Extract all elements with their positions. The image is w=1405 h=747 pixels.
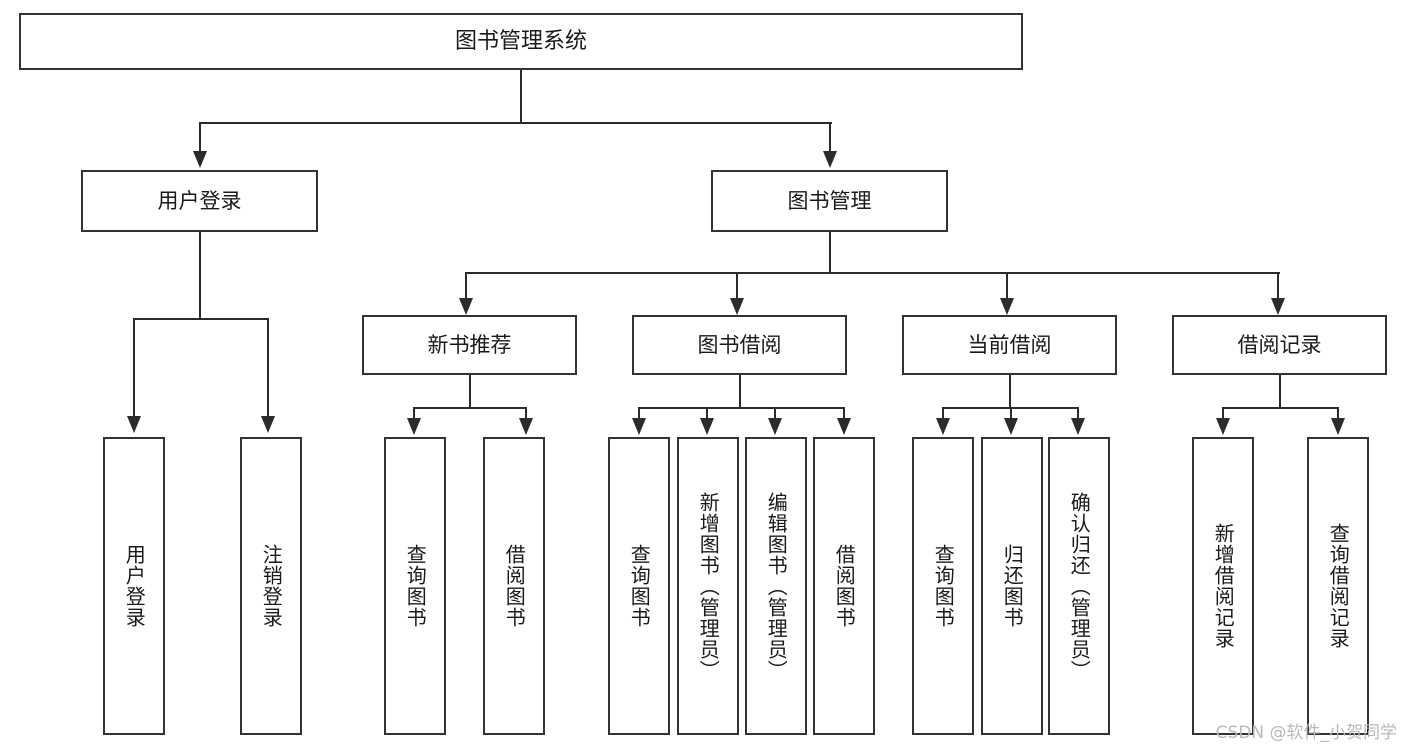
arrow-to-leaf-query-book-1: [407, 418, 421, 435]
connector-current-drop-3: [1077, 407, 1079, 418]
leaf-record-add[interactable]: 新增借阅记录: [1192, 437, 1254, 735]
node-label: 用户登录: [157, 188, 242, 213]
leaf-current-return-book[interactable]: 归还图书: [981, 437, 1043, 735]
leaf-recommend-query-book[interactable]: 查询图书: [384, 437, 446, 735]
arrow-to-leaf-query-book-2: [632, 418, 646, 435]
arrow-to-book-borrow: [730, 298, 744, 315]
connector-recommend-stem: [469, 375, 471, 408]
arrow-to-leaf-query-book-3: [936, 418, 950, 435]
arrow-to-user-login: [193, 151, 207, 168]
node-label: 注销登录: [259, 544, 284, 628]
node-book-borrow[interactable]: 图书借阅: [632, 315, 847, 375]
watermark-text: CSDN @软件_小贺同学: [1215, 723, 1397, 743]
node-label: 归还图书: [1000, 544, 1025, 628]
node-root-system[interactable]: 图书管理系统: [19, 13, 1023, 70]
connector-borrow-drop-2: [706, 407, 708, 418]
connector-root-drop-2: [829, 122, 831, 151]
arrow-to-leaf-return-book: [1004, 418, 1018, 435]
node-label: 查询图书: [931, 544, 956, 628]
arrow-to-new-book-recommend: [459, 298, 473, 315]
leaf-user-login[interactable]: 用户登录: [103, 437, 165, 735]
connector-borrow-drop-3: [774, 407, 776, 418]
connector-user-login-bus: [133, 318, 267, 320]
connector-root-drop-1: [199, 122, 201, 151]
node-label: 新书推荐: [427, 332, 512, 357]
node-current-borrow[interactable]: 当前借阅: [902, 315, 1117, 375]
arrow-to-leaf-borrow-book-1: [519, 418, 533, 435]
connector-borrow-stem: [739, 375, 741, 408]
node-label: 新增图书（管理员）: [696, 491, 721, 681]
node-label: 借阅图书: [832, 544, 857, 628]
node-label: 新增借阅记录: [1211, 523, 1236, 649]
node-book-manage[interactable]: 图书管理: [711, 170, 948, 232]
node-user-login[interactable]: 用户登录: [81, 170, 318, 232]
connector-recommend-bus: [413, 407, 527, 409]
connector-record-drop-1: [1222, 407, 1224, 418]
connector-user-login-stem: [199, 232, 201, 319]
arrow-to-leaf-confirm-return: [1071, 418, 1085, 435]
node-borrow-record[interactable]: 借阅记录: [1172, 315, 1387, 375]
node-new-book-recommend[interactable]: 新书推荐: [362, 315, 577, 375]
connector-user-login-drop-2: [267, 318, 269, 416]
arrow-to-borrow-record: [1271, 298, 1285, 315]
arrow-to-book-manage: [823, 151, 837, 168]
leaf-current-confirm-return[interactable]: 确认归还（管理员）: [1048, 437, 1110, 735]
node-label: 查询图书: [403, 544, 428, 628]
connector-record-bus: [1222, 407, 1339, 409]
node-label: 借阅图书: [502, 544, 527, 628]
node-label: 当前借阅: [967, 332, 1052, 357]
arrow-to-leaf-add-book: [700, 418, 714, 435]
connector-lvl2-drop-2: [736, 272, 738, 299]
connector-borrow-bus: [638, 407, 845, 409]
connector-root-bus: [199, 122, 832, 124]
leaf-recommend-borrow-book[interactable]: 借阅图书: [483, 437, 545, 735]
leaf-borrow-add-book[interactable]: 新增图书（管理员）: [677, 437, 739, 735]
connector-lvl2-drop-4: [1277, 272, 1279, 299]
node-label: 图书借阅: [697, 332, 782, 357]
connector-book-manage-stem: [829, 232, 831, 273]
arrow-to-leaf-borrow-book-2: [837, 418, 851, 435]
leaf-record-query[interactable]: 查询借阅记录: [1307, 437, 1369, 735]
leaf-borrow-edit-book[interactable]: 编辑图书（管理员）: [745, 437, 807, 735]
node-label: 图书管理: [787, 188, 872, 213]
node-label: 查询借阅记录: [1326, 523, 1351, 649]
arrow-to-leaf-logout: [261, 416, 275, 433]
node-label: 借阅记录: [1237, 332, 1322, 357]
connector-root-stem: [520, 70, 522, 123]
node-label: 查询图书: [627, 544, 652, 628]
leaf-current-query-book[interactable]: 查询图书: [912, 437, 974, 735]
connector-borrow-drop-4: [843, 407, 845, 418]
arrow-to-leaf-user-login: [127, 416, 141, 433]
connector-record-drop-2: [1337, 407, 1339, 418]
arrow-to-leaf-query-record: [1331, 418, 1345, 435]
node-label: 用户登录: [122, 544, 147, 628]
connector-lvl2-drop-1: [465, 272, 467, 299]
connector-lvl2-drop-3: [1006, 272, 1008, 299]
leaf-borrow-query-book[interactable]: 查询图书: [608, 437, 670, 735]
node-label: 图书管理系统: [454, 28, 587, 54]
node-label: 编辑图书（管理员）: [764, 491, 789, 681]
node-label: 确认归还（管理员）: [1067, 491, 1092, 681]
connector-current-drop-1: [942, 407, 944, 418]
leaf-logout[interactable]: 注销登录: [240, 437, 302, 735]
arrow-to-current-borrow: [1000, 298, 1014, 315]
connector-borrow-drop-1: [638, 407, 640, 418]
connector-record-stem: [1279, 375, 1281, 408]
arrow-to-leaf-add-record: [1216, 418, 1230, 435]
connector-current-stem: [1009, 375, 1011, 408]
arrow-to-leaf-edit-book: [768, 418, 782, 435]
connector-current-drop-2: [1010, 407, 1012, 418]
connector-user-login-drop-1: [133, 318, 135, 416]
connector-recommend-drop-2: [525, 407, 527, 418]
connector-book-manage-bus: [465, 272, 1280, 274]
connector-recommend-drop-1: [413, 407, 415, 418]
leaf-borrow-borrow-book[interactable]: 借阅图书: [813, 437, 875, 735]
